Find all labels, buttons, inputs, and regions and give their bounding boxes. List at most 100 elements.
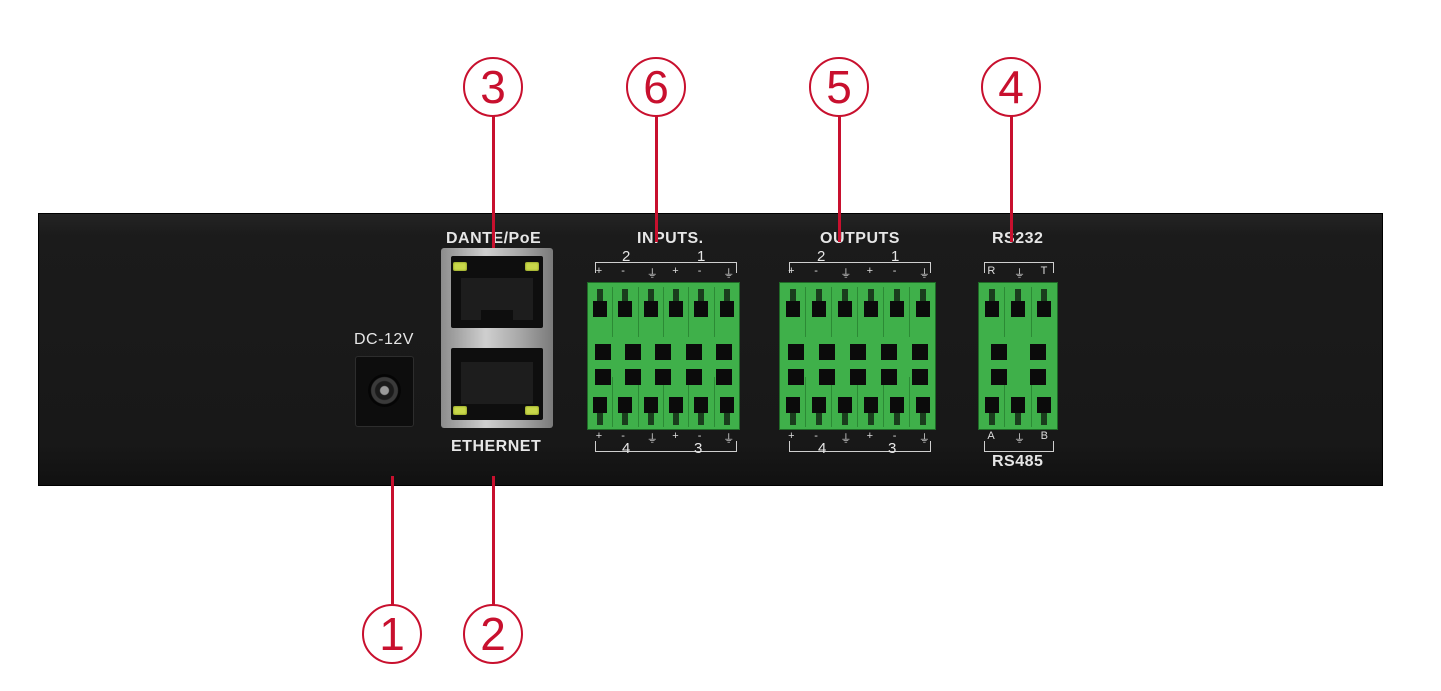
outputs-pin-label: ⏚	[840, 268, 852, 280]
outputs-pin-label: ⏚	[918, 268, 930, 280]
rs232-bracket	[984, 262, 1054, 273]
serial-clamp-row	[979, 338, 1057, 366]
serial-screw-terminal	[1032, 377, 1057, 427]
outputs-pin-label: ⏚	[918, 433, 930, 445]
inputs-pin-label: +	[595, 265, 603, 277]
inputs-clamp-row	[588, 338, 739, 366]
rs232-label: RS232	[992, 230, 1044, 247]
outputs-screw-terminal	[910, 377, 935, 427]
serial-pin-row	[979, 377, 1057, 427]
inputs-top-bracket	[595, 262, 737, 273]
inputs-screw-terminal	[613, 287, 639, 337]
outputs-screw-terminal	[780, 377, 806, 427]
callout-6: 6	[626, 57, 686, 117]
serial-pin-label: ⏚	[1014, 268, 1025, 280]
led-indicator	[453, 406, 467, 415]
outputs-pin-row	[780, 377, 935, 427]
outputs-pin-label: ⏚	[840, 433, 852, 445]
inputs-screw-terminal	[613, 377, 639, 427]
inputs-pin-label: -	[697, 265, 702, 277]
rj45-port-housing	[441, 248, 553, 428]
outputs-pin-label: +	[788, 430, 795, 442]
outputs-channel-number: 2	[817, 248, 826, 265]
outputs-channel-number: 4	[818, 440, 827, 457]
inputs-pin-label: +	[595, 430, 603, 442]
outputs-pin-label: -	[814, 430, 818, 442]
serial-screw-terminal	[1032, 287, 1057, 337]
outputs-pin-label: -	[814, 265, 818, 277]
inputs-bottom-bracket	[595, 441, 737, 452]
outputs-channel-number: 1	[891, 248, 900, 265]
inputs-screw-terminal	[639, 377, 664, 427]
led-indicator	[525, 406, 539, 415]
serial-pin-label: R	[987, 265, 996, 277]
outputs-screw-terminal	[858, 287, 884, 337]
inputs-pin-label: ⏚	[646, 433, 658, 445]
outputs-pin-row	[780, 287, 935, 337]
inputs-clamp-row	[588, 363, 739, 391]
outputs-pin-label: +	[788, 265, 795, 277]
outputs-screw-terminal	[832, 377, 858, 427]
outputs-label: OUTPUTS	[820, 230, 900, 247]
serial-screw-terminal	[979, 287, 1006, 337]
inputs-pin-label: -	[697, 430, 702, 442]
callout-line-1	[391, 476, 394, 606]
outputs-screw-terminal	[884, 287, 910, 337]
outputs-pin-label: -	[892, 430, 897, 442]
callout-3: 3	[463, 57, 523, 117]
serial-screw-terminal	[979, 377, 1006, 427]
callout-line-2	[492, 476, 495, 606]
serial-screw-terminal	[1005, 377, 1032, 427]
outputs-terminal-block	[779, 282, 936, 430]
dc-power-jack	[355, 356, 414, 427]
inputs-pin-label: +	[672, 430, 679, 442]
rs485-bracket	[984, 441, 1054, 452]
inputs-pin-label: ⏚	[723, 268, 735, 280]
outputs-screw-terminal	[806, 287, 832, 337]
serial-screw-terminal	[1005, 287, 1032, 337]
dc-jack-socket	[368, 374, 401, 407]
outputs-top-bracket	[789, 262, 931, 273]
callout-line-4	[1010, 116, 1013, 242]
inputs-channel-number: 3	[694, 440, 703, 457]
inputs-label: INPUTS.	[637, 230, 704, 247]
inputs-screw-terminal	[689, 377, 715, 427]
inputs-pin-row	[588, 287, 739, 337]
inputs-screw-terminal	[715, 287, 739, 337]
inputs-pin-label: -	[621, 265, 625, 277]
inputs-screw-terminal	[664, 287, 690, 337]
outputs-screw-terminal	[832, 287, 858, 337]
ethernet-label: ETHERNET	[451, 438, 542, 455]
serial-pin-label: ⏚	[1014, 433, 1025, 445]
serial-terminal-block	[978, 282, 1058, 430]
inputs-pin-label: -	[621, 430, 625, 442]
inputs-terminal-block	[587, 282, 740, 430]
callout-line-5	[838, 116, 841, 242]
outputs-screw-terminal	[910, 287, 935, 337]
led-indicator	[525, 262, 539, 271]
outputs-clamp-row	[780, 363, 935, 391]
rs485-label: RS485	[992, 453, 1044, 470]
inputs-pin-label: ⏚	[723, 433, 735, 445]
serial-pin-label: B	[1040, 430, 1048, 442]
outputs-pin-label: -	[892, 265, 897, 277]
outputs-screw-terminal	[884, 377, 910, 427]
callout-line-3	[492, 116, 495, 248]
outputs-screw-terminal	[858, 377, 884, 427]
callout-line-6	[655, 116, 658, 242]
serial-clamp-row	[979, 363, 1057, 391]
inputs-pin-label: ⏚	[646, 268, 658, 280]
outputs-screw-terminal	[806, 377, 832, 427]
inputs-screw-terminal	[664, 377, 690, 427]
callout-5: 5	[809, 57, 869, 117]
outputs-channel-number: 3	[888, 440, 897, 457]
serial-pin-label: T	[1040, 265, 1048, 277]
inputs-screw-terminal	[588, 287, 614, 337]
inputs-screw-terminal	[715, 377, 739, 427]
serial-pin-row	[979, 287, 1057, 337]
outputs-pin-label: +	[866, 430, 874, 442]
callout-1: 1	[362, 604, 422, 664]
inputs-screw-terminal	[588, 377, 614, 427]
inputs-pin-row	[588, 377, 739, 427]
